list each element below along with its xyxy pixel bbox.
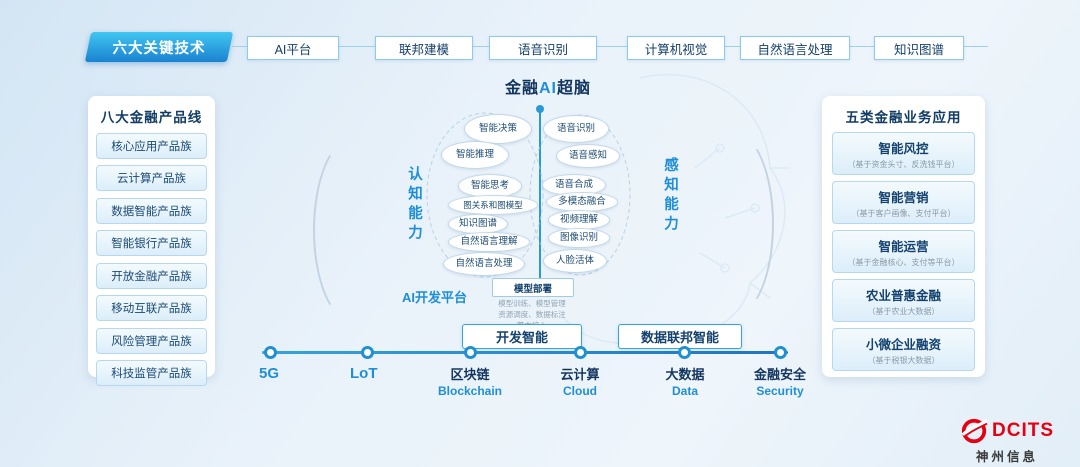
tab-federated-modeling: 联邦建模 xyxy=(375,36,473,60)
product-lines-panel: 八大金融产品线 核心应用产品族 云计算产品族 数据智能产品族 智能银行产品族 开… xyxy=(88,96,215,386)
business-app-name: 智能营销 xyxy=(878,191,929,205)
business-app-desc: （基于资金头寸、反洗钱平台） xyxy=(847,160,960,169)
brain-title-part: 超脑 xyxy=(557,80,592,97)
perception-bubble: 视频理解 xyxy=(548,210,610,230)
business-app-item: 智能风控 （基于资金头寸、反洗钱平台） xyxy=(832,132,975,175)
model-deploy-line: 资源调度、数据标注 xyxy=(498,309,566,319)
cognitive-bubble: 自然语言处理 xyxy=(443,252,525,276)
model-deploy-line: 模型训练、模型管理 xyxy=(498,299,566,308)
business-app-name: 智能风控 xyxy=(878,142,929,156)
left-paren-arc xyxy=(313,138,391,322)
cognitive-bubble: 图关系和图模型 xyxy=(448,195,538,215)
tab-ai-platform: AI平台 xyxy=(247,36,339,60)
business-app-desc: （基于客户画像、支付平台） xyxy=(851,209,956,218)
tabs-connector-line xyxy=(232,46,988,47)
product-line-item: 核心应用产品族 xyxy=(96,132,207,159)
six-key-tech-label: 六大关键技术 xyxy=(112,40,206,57)
timeline-dot-cloud xyxy=(574,346,587,359)
product-lines-title: 八大金融产品线 xyxy=(100,110,203,125)
product-line-item: 数据智能产品族 xyxy=(96,197,207,224)
cognitive-bubble: 智能推理 xyxy=(441,141,509,169)
product-line-item: 科技监管产品族 xyxy=(96,360,207,386)
perception-ability-label: 感知能力 xyxy=(662,157,678,235)
tab-computer-vision: 计算机视觉 xyxy=(627,36,725,60)
logo-company-name: 神州信息 xyxy=(975,450,1038,464)
business-app-item: 智能运营 （基于金融核心、支付等平台） xyxy=(832,230,975,273)
timeline-label-cloud: 云计算 Cloud xyxy=(535,364,625,398)
business-app-desc: （基于农业大数据） xyxy=(867,307,940,316)
six-key-tech-header: 六大关键技术 xyxy=(84,32,234,62)
cognitive-bubble: 智能决策 xyxy=(464,114,532,144)
perception-bubble: 语音感知 xyxy=(556,144,620,168)
business-app-desc: （基于税银大数据） xyxy=(867,356,940,365)
ai-dev-platform-label: AI开发平台 xyxy=(402,290,468,305)
timeline-label-bigdata: 大数据 Data xyxy=(640,364,730,398)
business-app-name: 小微企业融资 xyxy=(865,338,941,352)
timeline-zh: 云计算 xyxy=(560,367,600,382)
tab-speech-recognition: 语音识别 xyxy=(489,36,597,60)
perception-bubble: 图像识别 xyxy=(548,228,610,248)
brain-title: 金融AI超脑 xyxy=(478,74,618,98)
product-line-item: 移动互联产品族 xyxy=(96,295,207,321)
timeline-dot-blockchain xyxy=(464,346,477,359)
business-app-item: 农业普惠金融 （基于农业大数据） xyxy=(832,279,975,322)
timeline-label-5g: 5G xyxy=(259,365,280,382)
brain-title-ai: AI xyxy=(539,80,557,97)
business-apps-panel: 五类金融业务应用 智能风控 （基于资金头寸、反洗钱平台） 智能营销 （基于客户画… xyxy=(822,96,985,377)
timeline-dot-bigdata xyxy=(678,346,691,359)
tab-nlp: 自然语言处理 xyxy=(740,36,850,60)
bubble-link-dashes xyxy=(426,112,631,278)
business-app-desc: （基于金融核心、支付等平台） xyxy=(847,258,960,267)
product-line-item: 智能银行产品族 xyxy=(96,230,207,256)
logo-brand-text: DCITS xyxy=(992,420,1054,441)
business-apps-title: 五类金融业务应用 xyxy=(845,110,962,125)
center-divider-line xyxy=(539,110,541,278)
timeline-en: Security xyxy=(756,384,804,398)
business-app-item: 智能营销 （基于客户画像、支付平台） xyxy=(832,181,975,224)
product-line-item: 云计算产品族 xyxy=(96,165,207,191)
timeline-en: Blockchain xyxy=(437,384,503,398)
tab-knowledge-graph: 知识图谱 xyxy=(874,36,964,60)
cognitive-ability-label: 认知能力 xyxy=(406,166,422,244)
perception-bubble: 人脸活体 xyxy=(543,249,607,273)
timeline-dot-5g xyxy=(264,346,277,359)
perception-bubble: 多模态融合 xyxy=(546,192,618,212)
timeline-zh: 大数据 xyxy=(665,367,705,382)
timeline-dot-lot xyxy=(361,346,374,359)
company-logo: DCITS 神州信息 xyxy=(948,417,1066,465)
timeline-label-security: 金融安全 Security xyxy=(735,364,825,398)
infrastructure-timeline-line xyxy=(262,351,788,354)
product-line-item: 开放金融产品族 xyxy=(96,262,207,289)
cognitive-bubble: 知识图谱 xyxy=(448,214,508,234)
timeline-en: Cloud xyxy=(563,384,597,398)
divider-dot xyxy=(536,105,544,113)
product-line-item: 风险管理产品族 xyxy=(96,327,207,354)
model-deploy-box: 模型部署 xyxy=(492,278,574,297)
cognitive-bubble: 自然语言理解 xyxy=(448,232,530,252)
business-app-name: 农业普惠金融 xyxy=(865,289,941,303)
right-paren-arc xyxy=(696,132,774,316)
timeline-dot-security xyxy=(774,346,787,359)
business-app-name: 智能运营 xyxy=(878,240,929,254)
timeline-label-lot: LoT xyxy=(350,365,378,382)
timeline-zh: 区块链 xyxy=(450,367,490,382)
logo-row: DCITS xyxy=(948,417,1066,445)
timeline-zh: 金融安全 xyxy=(753,367,806,382)
timeline-label-blockchain: 区块链 Blockchain xyxy=(425,364,515,398)
brain-title-part: 金融 xyxy=(504,80,539,97)
business-app-item: 小微企业融资 （基于税银大数据） xyxy=(832,328,975,371)
perception-bubble: 语音识别 xyxy=(543,115,609,143)
dev-intelligence-box: 开发智能 xyxy=(462,324,582,349)
dcits-swoosh-icon xyxy=(961,418,988,444)
timeline-en: Data xyxy=(671,384,698,398)
data-federation-box: 数据联邦智能 xyxy=(618,324,742,349)
